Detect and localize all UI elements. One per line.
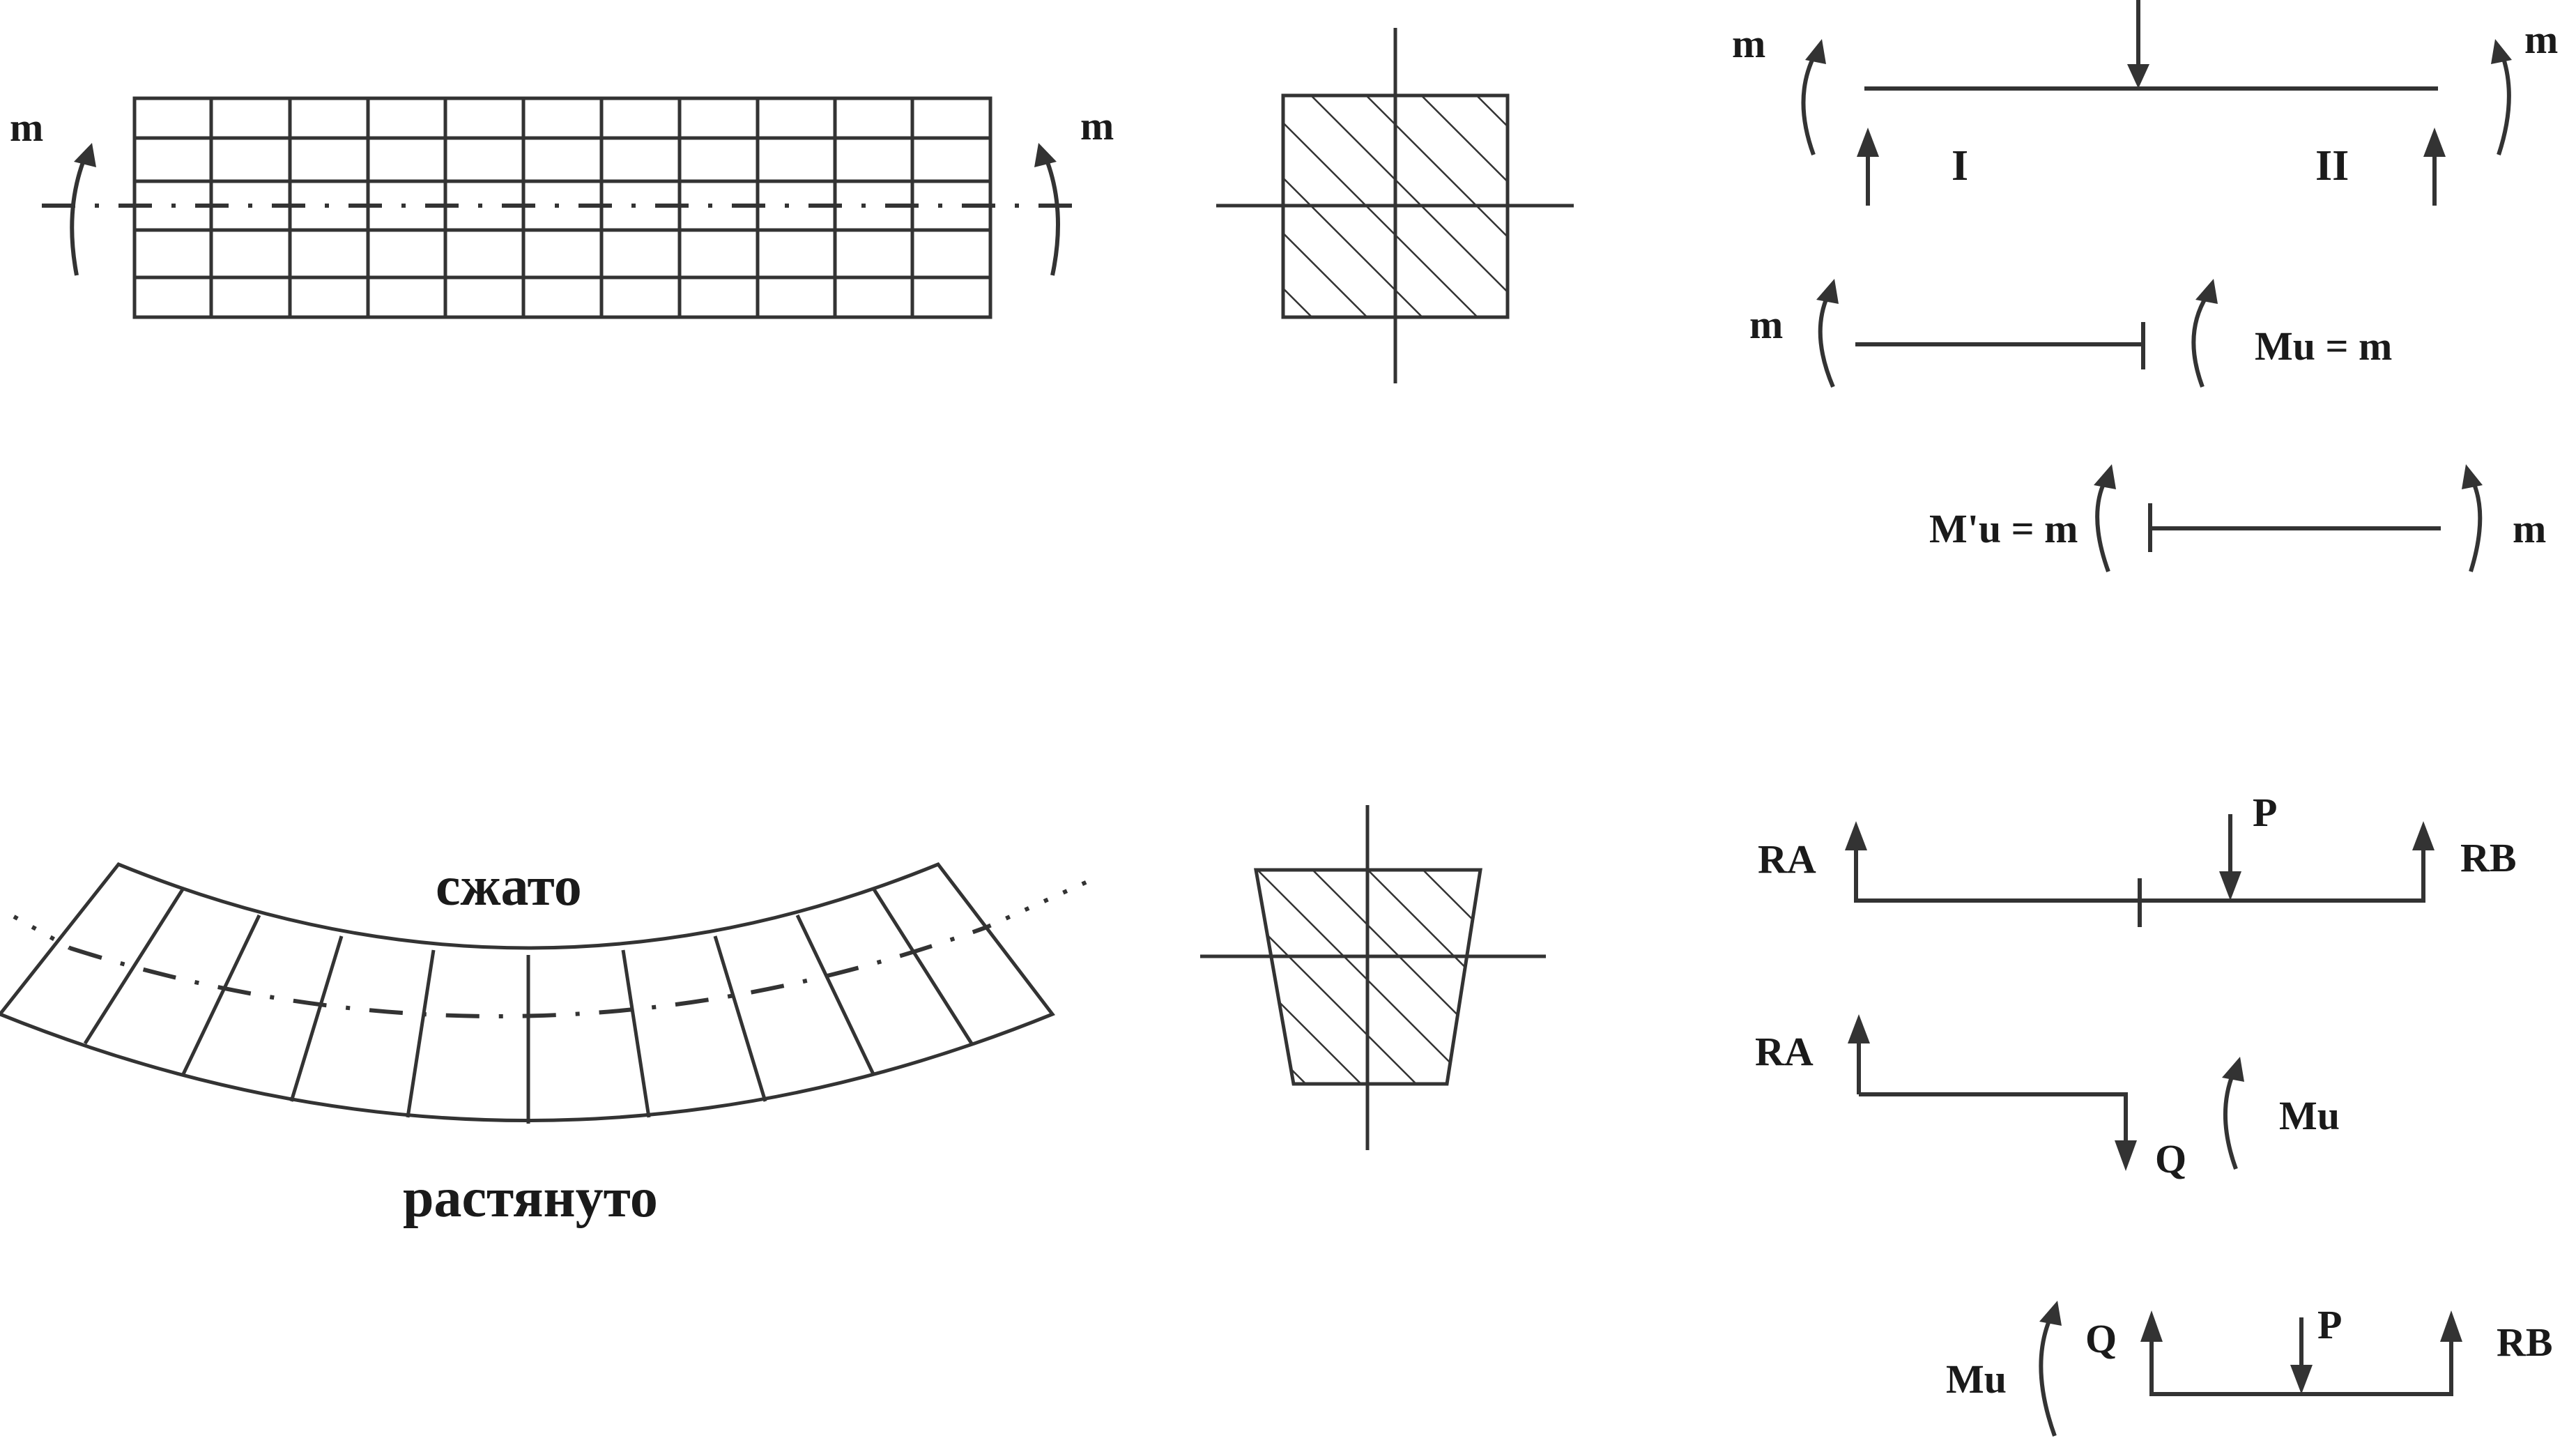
rm1-Mu-label: Mu = m	[2255, 323, 2392, 369]
moment-arrow-right	[2497, 53, 2511, 155]
beam-left-m-label: m	[10, 105, 43, 150]
rb3-Mu-label: Mu	[1946, 1356, 2007, 1402]
rb1-RA-label: RA	[1758, 836, 1816, 882]
left-part-moment-figure: m Mu = m	[1749, 279, 2392, 388]
bent-beam-sections	[83, 888, 974, 1124]
section-I-label: I	[1952, 142, 1968, 190]
moment-arrow-left	[70, 155, 87, 276]
bent-axis-extension-left	[13, 915, 71, 950]
arrow-head	[74, 143, 96, 167]
rb1-P-label: P	[2253, 790, 2277, 835]
rb3-P-label: P	[2317, 1302, 2342, 1347]
bent-neutral-axis	[69, 925, 988, 1018]
rm2-m-label: m	[2513, 506, 2546, 551]
section-II-label: II	[2315, 142, 2349, 190]
moment-arrow-m	[2469, 480, 2483, 572]
rb1-RB-label: RB	[2460, 835, 2517, 880]
rectangular-section-figure	[1216, 28, 1574, 383]
moment-arrow-m	[1818, 295, 1835, 388]
rb3-RB-label: RB	[2497, 1320, 2553, 1365]
bent-axis-extension-right	[986, 880, 1089, 929]
rt-m-right-label: m	[2524, 17, 2558, 62]
left-segment-figure: RA Mu Q	[1755, 1014, 2340, 1181]
compressed-label: сжато	[436, 856, 582, 917]
trapezoid-section-figure	[1200, 805, 1546, 1150]
rm1-m-label: m	[1749, 302, 1783, 347]
rb2-Q-label: Q	[2155, 1136, 2186, 1181]
stretched-label: растянуто	[403, 1168, 658, 1229]
beam-right-m-label: m	[1080, 103, 1114, 148]
bent-beam-figure: сжато растянуто	[0, 856, 1089, 1229]
left-segment-line	[1859, 1092, 2128, 1143]
arrow-head	[1034, 143, 1057, 167]
moment-arrow-Mu	[2191, 295, 2209, 388]
rb3-Q-label: Q	[2085, 1316, 2117, 1361]
right-segment-figure: Mu Q P RB	[1946, 1301, 2553, 1437]
straight-beam-figure: m m	[10, 96, 1114, 319]
rb2-RA-label: RA	[1755, 1029, 1814, 1074]
moment-arrow-right	[1043, 155, 1060, 276]
moment-arrow-Mu	[2039, 1316, 2057, 1437]
rt-m-left-label: m	[1732, 21, 1765, 66]
moment-arrow-Mu	[2223, 1072, 2238, 1170]
rm2-Mu-label: M'u = m	[1929, 506, 2078, 551]
moment-arrow-Mu-prime	[2095, 480, 2110, 573]
rb2-Mu-label: Mu	[2279, 1093, 2340, 1138]
trapezoid-section-outline	[1254, 868, 1482, 1086]
moment-beam-figure: m m I II	[1732, 0, 2558, 206]
right-part-moment-figure: M'u = m m	[1929, 464, 2546, 573]
moment-arrow-left	[1801, 53, 1817, 156]
bent-beam-outline	[0, 862, 1055, 1122]
supported-beam-figure: RA P RB	[1758, 790, 2517, 927]
